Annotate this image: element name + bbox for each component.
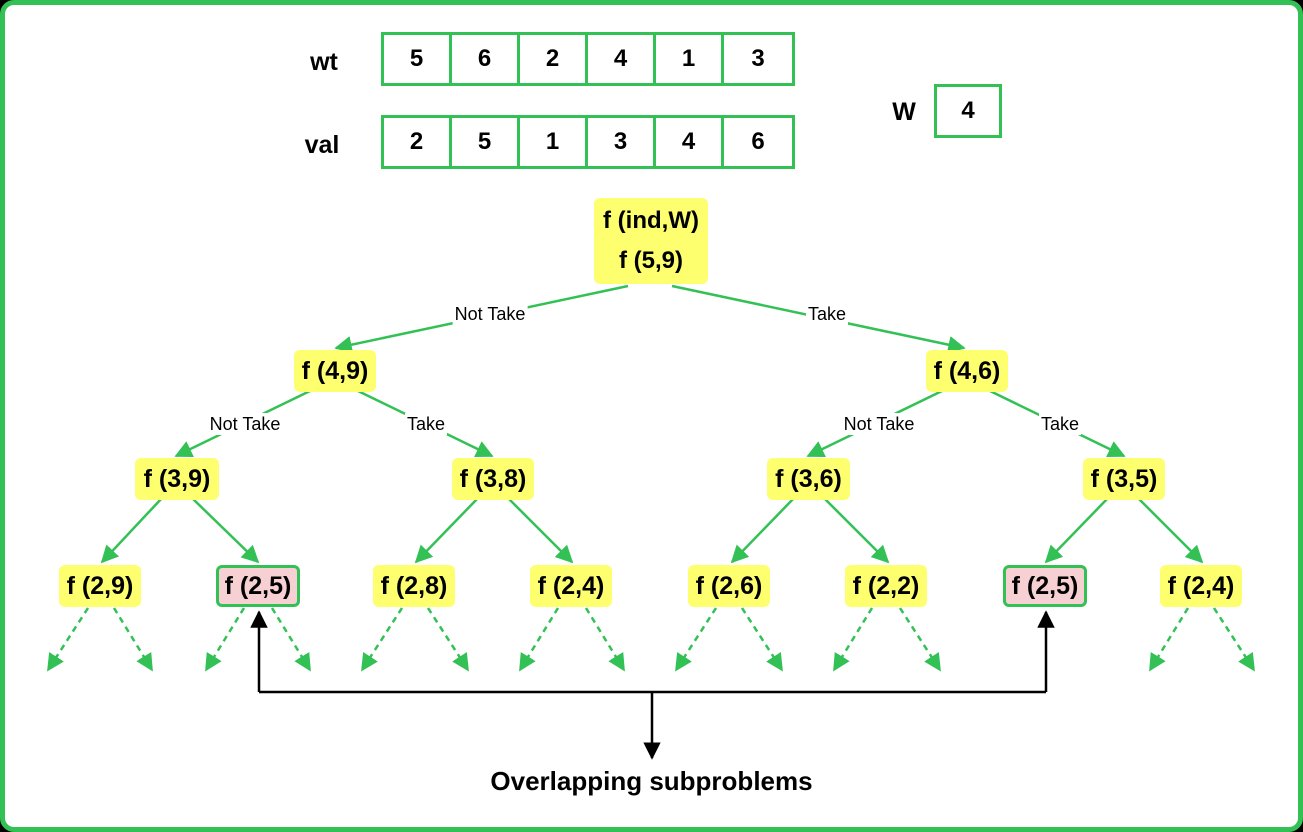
overlapping-node: f (2,5) xyxy=(1003,565,1087,607)
dashed-edge xyxy=(1148,607,1190,672)
edge-l2d-left xyxy=(1044,497,1109,564)
edge-l2b-right xyxy=(507,497,574,564)
val-cell: 2 xyxy=(384,118,452,166)
capacity-box: 4 xyxy=(934,84,1002,138)
dashed-edge xyxy=(1212,607,1256,672)
overlap-caption: Overlapping subproblems xyxy=(490,766,813,796)
val-cell: 5 xyxy=(452,118,520,166)
val-cell: 3 xyxy=(588,118,656,166)
edge-label-not-take: Not Take xyxy=(452,303,528,325)
edge-l2c-left xyxy=(730,497,795,564)
wt-cell: 4 xyxy=(588,35,656,83)
edge-l2d-right xyxy=(1137,497,1204,564)
dashed-edge xyxy=(674,607,718,672)
root-node: f (ind,W) f (5,9) xyxy=(594,198,708,284)
val-cell: 6 xyxy=(751,128,765,155)
tree-node: f (4,9) xyxy=(294,350,376,392)
dashed-edge xyxy=(204,607,246,672)
dashed-edge xyxy=(832,607,874,672)
dashed-edge xyxy=(46,607,90,672)
dashed-edge xyxy=(898,607,942,672)
tree-node: f (2,8) xyxy=(373,565,455,607)
edge-l2a-left xyxy=(100,497,163,564)
overlapping-node: f (2,5) xyxy=(216,565,300,607)
tree-node: f (4,6) xyxy=(926,350,1008,392)
edge-label-take: Take xyxy=(1038,413,1082,435)
val-cell: 1 xyxy=(520,118,588,166)
wt-cell: 6 xyxy=(452,35,520,83)
edge-label-not-take: Not Take xyxy=(841,413,917,435)
val-array: 2 5 1 3 4 6 xyxy=(381,115,795,169)
wt-cell: 5 xyxy=(384,35,452,83)
val-cell: 4 xyxy=(656,118,724,166)
tree-node: f (2,6) xyxy=(688,565,770,607)
wt-array: 5 6 2 4 1 3 xyxy=(381,32,795,86)
dashed-edge xyxy=(270,607,312,672)
tree-node: f (2,2) xyxy=(845,565,927,607)
edge-label-take: Take xyxy=(805,303,849,325)
dashed-edge xyxy=(740,607,784,672)
edge-label-not-take: Not Take xyxy=(207,413,283,435)
tree-node: f (3,6) xyxy=(767,458,850,500)
tree-node: f (2,4) xyxy=(530,565,612,607)
tree-node: f (3,9) xyxy=(135,458,219,500)
edge-l2c-right xyxy=(823,497,890,564)
wt-cell: 3 xyxy=(751,45,765,72)
wt-label: wt xyxy=(310,48,338,76)
dashed-edge xyxy=(426,607,470,672)
tree-node: f (2,4) xyxy=(1160,565,1242,607)
root-signature: f (ind,W) xyxy=(603,207,699,234)
edge-l2b-left xyxy=(414,497,479,564)
capacity-label: W xyxy=(892,98,916,126)
wt-cell: 1 xyxy=(656,35,724,83)
wt-cell: 2 xyxy=(520,35,588,83)
edge-l2a-right xyxy=(191,497,260,564)
tree-node: f (3,8) xyxy=(452,458,534,500)
root-call: f (5,9) xyxy=(618,247,683,274)
edge-label-take: Take xyxy=(404,413,448,435)
tree-node: f (2,9) xyxy=(59,565,141,607)
dashed-edge xyxy=(584,607,626,672)
dashed-edge xyxy=(360,607,404,672)
dashed-edge xyxy=(518,607,560,672)
dashed-edge xyxy=(112,607,154,672)
tree-node: f (3,5) xyxy=(1083,458,1165,500)
val-label: val xyxy=(304,131,340,159)
